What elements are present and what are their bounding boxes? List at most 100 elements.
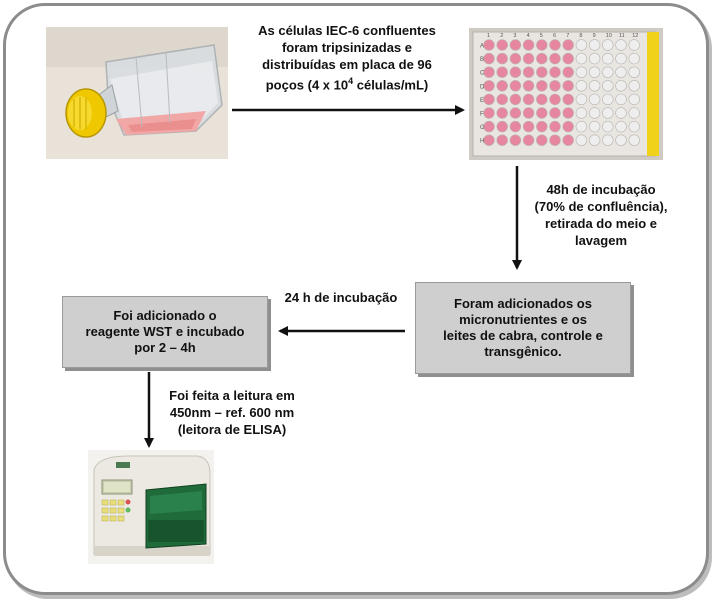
step2-caption: 48h de incubação (70% de confluência), r…: [516, 181, 686, 249]
plate-col-label: 11: [619, 33, 625, 39]
plate-well: [588, 93, 601, 106]
plate-well: [509, 134, 522, 146]
plate-col-label: 1: [487, 33, 490, 39]
plate-well: [522, 107, 535, 119]
plate-row-label: C: [480, 71, 485, 77]
plate-well: [496, 80, 508, 92]
plate-well: [509, 93, 522, 106]
plate-col-label: 6: [553, 33, 556, 39]
plate-well: [496, 134, 508, 146]
plate-well: [536, 107, 548, 119]
step4-line: (leitora de ELISA): [177, 422, 287, 437]
plate-well: [536, 52, 548, 65]
step1-line-last: poços (4 x 104 células/mL): [265, 76, 429, 93]
plate-well: [509, 107, 522, 119]
plate-well: [575, 93, 588, 106]
plate-well: [602, 39, 614, 51]
plate-row-label: E: [480, 98, 484, 104]
plate-well: [562, 39, 574, 51]
plate-well: [496, 93, 508, 106]
step1-caption: As células IEC-6 confluentes foram trips…: [232, 22, 462, 93]
step4-line: 450nm – ref. 600 nm: [169, 405, 295, 420]
plate-col-label: 4: [527, 33, 530, 39]
step1-line: foram tripsinizadas e: [281, 40, 413, 55]
plate-well: [549, 66, 561, 78]
plate-well: [483, 39, 495, 51]
box-right-line: micronutrientes e os: [459, 312, 587, 327]
plate-well: [575, 120, 588, 133]
plate-well: [615, 93, 627, 106]
step2-line: (70% de confluência),: [534, 199, 668, 214]
plate-well: [549, 52, 561, 65]
plate-well: [509, 120, 522, 133]
plate-well: [602, 134, 614, 146]
plate-well: [483, 66, 495, 78]
plate-well: [496, 107, 508, 119]
plate-well: [536, 66, 548, 78]
plate-well: [575, 80, 588, 92]
plate-well: [615, 134, 627, 146]
plate-well: [628, 66, 640, 78]
plate-well: [628, 120, 640, 133]
plate-col-label: 12: [632, 33, 638, 39]
plate-well: [602, 80, 614, 92]
step2-line: lavagem: [574, 233, 628, 248]
elisa-reader-image: [88, 450, 214, 564]
plate-well: [522, 39, 535, 51]
plate-col-label: 10: [606, 33, 612, 39]
plate-well: [602, 120, 614, 133]
plate-well: [562, 93, 574, 106]
plate-well: [509, 39, 522, 51]
plate-well: [509, 52, 522, 65]
plate-well: [628, 107, 640, 119]
plate-well: [588, 52, 601, 65]
step3-caption: 24 h de incubação: [271, 289, 411, 306]
plate-well: [615, 39, 627, 51]
plate-well: [509, 80, 522, 92]
plate-well: [615, 120, 627, 133]
plate-row-label: B: [480, 57, 484, 63]
plate-well: [522, 120, 535, 133]
plate-col-label: 9: [593, 33, 596, 39]
plate-well: [575, 52, 588, 65]
plate-col-label: 5: [540, 33, 543, 39]
step2-line: 48h de incubação: [546, 182, 656, 197]
step1-line: distribuídas em placa de 96: [262, 57, 432, 72]
plate-col-label: 7: [566, 33, 569, 39]
plate-well: [483, 52, 495, 65]
plate-well: [562, 66, 574, 78]
plate-well: [536, 80, 548, 92]
plate-well: [496, 39, 508, 51]
plate-well: [588, 107, 601, 119]
plate-well: [483, 107, 495, 119]
plate-well: [615, 80, 627, 92]
plate-well: [562, 134, 574, 146]
plate-well: [483, 120, 495, 133]
plate-well: [588, 120, 601, 133]
plate-well: [628, 39, 640, 51]
plate-row-label: G: [480, 125, 485, 131]
plate-well: [628, 80, 640, 92]
plate-well: [588, 66, 601, 78]
plate-well: [522, 134, 535, 146]
plate-well: [575, 134, 588, 146]
plate-well: [522, 80, 535, 92]
plate-well: [575, 66, 588, 78]
plate-well: [496, 52, 508, 65]
plate-well: [536, 134, 548, 146]
plate-well: [628, 134, 640, 146]
plate-well: [483, 93, 495, 106]
plate-row-label: H: [480, 139, 484, 145]
plate-well: [588, 134, 601, 146]
plate-well: [575, 39, 588, 51]
plate-well: [549, 120, 561, 133]
plate-row-label: D: [480, 84, 485, 90]
plate-well: [602, 66, 614, 78]
plate-well: [562, 107, 574, 119]
plate-row-label: A: [480, 44, 484, 50]
plate-col-label: 3: [513, 33, 516, 39]
plate-well: [549, 134, 561, 146]
box-right-line: Foram adicionados os: [454, 296, 592, 311]
plate-well: [549, 107, 561, 119]
